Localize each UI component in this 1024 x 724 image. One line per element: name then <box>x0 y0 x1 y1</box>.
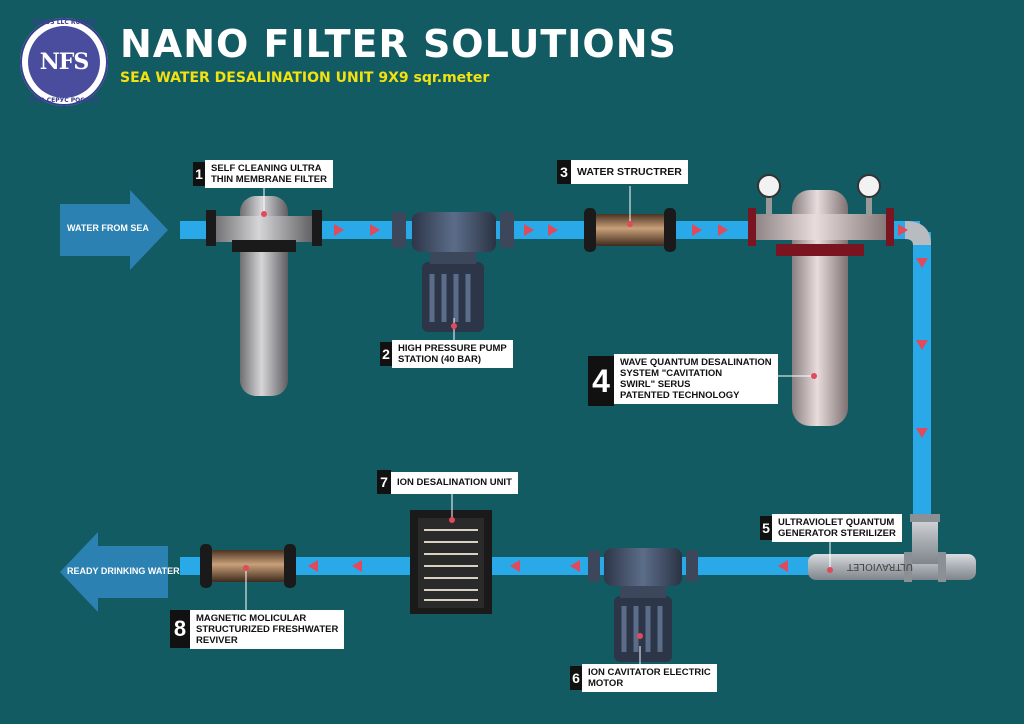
desalination-column <box>748 174 894 426</box>
component-label-3: WATER STRUCTRER <box>571 160 688 184</box>
step-number-5: 5 <box>760 516 772 540</box>
company-logo: SERUS LLC RUSSIA NFS ООО СЕРУС РОССИЯ <box>20 18 108 106</box>
right-pipe <box>913 232 931 522</box>
component-label-5: ULTRAVIOLET QUANTUM GENERATOR STERILIZER <box>772 514 902 542</box>
step-number-6: 6 <box>570 666 582 690</box>
outlet-arrow <box>60 532 168 612</box>
step-number-2: 2 <box>380 342 392 366</box>
page-subtitle: SEA WATER DESALINATION UNIT 9X9 sqr.mete… <box>120 70 490 86</box>
step-number-8: 8 <box>170 610 190 648</box>
uv-tube-text: ULTRAVIOLET <box>846 561 913 572</box>
step-number-1: 1 <box>193 162 205 186</box>
component-label-7: ION DESALINATION UNIT <box>391 472 518 494</box>
leader-dots <box>243 211 833 639</box>
logo-bottom-text: ООО СЕРУС РОССИЯ <box>29 97 99 104</box>
inlet-label: WATER FROM SEA <box>67 223 149 233</box>
step-number-3: 3 <box>557 160 571 184</box>
membrane-filter <box>206 196 322 396</box>
step-number-7: 7 <box>377 470 391 494</box>
flow-arrows-top <box>334 224 908 236</box>
component-label-2: HIGH PRESSURE PUMP STATION (40 BAR) <box>392 340 513 368</box>
page-title: NANO FILTER SOLUTIONS <box>120 22 677 66</box>
component-label-6: ION CAVITATOR ELECTRIC MOTOR <box>582 664 717 692</box>
high-pressure-pump <box>392 212 514 332</box>
outlet-label: READY DRINKING WATER <box>67 566 180 576</box>
ion-cavitator-motor <box>588 548 698 662</box>
ion-desalination-unit <box>410 510 492 614</box>
logo-top-text: SERUS LLC RUSSIA <box>32 19 96 26</box>
inlet-arrow <box>60 190 168 270</box>
water-structurer <box>584 208 676 252</box>
logo-monogram: NFS <box>28 26 100 98</box>
step-number-4: 4 <box>588 356 614 406</box>
flow-arrows-down <box>916 258 928 438</box>
pipe-elbow <box>905 221 931 245</box>
flow-arrows-bottom <box>308 560 788 572</box>
component-label-8: MAGNETIC MOLICULAR STRUCTURIZED FRESHWAT… <box>190 610 345 649</box>
uv-sterilizer <box>808 514 976 582</box>
leader-lines <box>245 186 831 666</box>
component-label-4: WAVE QUANTUM DESALINATION SYSTEM "CAVITA… <box>614 354 778 404</box>
component-label-1: SELF CLEANING ULTRA THIN MEMBRANE FILTER <box>205 160 333 188</box>
